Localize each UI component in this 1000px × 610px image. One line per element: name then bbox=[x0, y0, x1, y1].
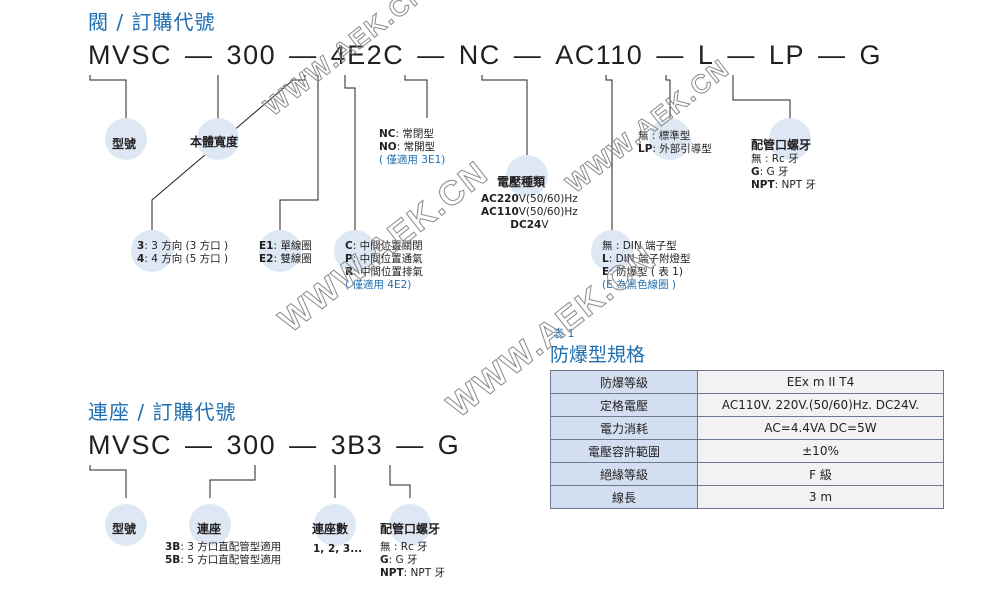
label-base-model: 型號 bbox=[112, 522, 137, 536]
code-nc: NC bbox=[458, 40, 501, 70]
code-sep: — bbox=[396, 430, 425, 460]
line-coil bbox=[279, 75, 319, 236]
code-sep: — bbox=[656, 40, 685, 70]
bubble-voltage bbox=[506, 155, 548, 197]
line-model bbox=[89, 75, 127, 118]
code-lp: LP bbox=[768, 40, 805, 70]
line-base-port bbox=[389, 465, 411, 498]
bubble-direction bbox=[131, 230, 173, 272]
label-width: 本體寬度 bbox=[190, 135, 239, 149]
code-sep: — bbox=[289, 40, 318, 70]
code-count: 3 bbox=[366, 430, 384, 460]
line-lead bbox=[605, 75, 613, 236]
code-position: C bbox=[383, 40, 405, 70]
lp-notes: 無 : 標準型 LP: 外部引導型 bbox=[638, 130, 712, 155]
label-voltage: 電壓種類 bbox=[497, 175, 546, 189]
bubble-base-model bbox=[105, 504, 147, 546]
label-port: 配管口螺牙 bbox=[751, 138, 812, 152]
coil-notes: E1: 單線圈 E2: 雙線圈 bbox=[259, 240, 312, 265]
code-model: MVSC bbox=[88, 430, 173, 460]
base-type-notes: 3B: 3 方口直配管型適用 5B: 5 方口直配管型適用 bbox=[165, 541, 282, 566]
line-base-type bbox=[209, 465, 256, 498]
label-model: 型號 bbox=[112, 137, 137, 151]
code-sep: — bbox=[185, 40, 214, 70]
table-row: 電壓容許範圍 ±10% bbox=[550, 439, 944, 463]
base-count-note: 1, 2, 3... bbox=[313, 543, 363, 555]
bubble-model bbox=[105, 118, 147, 160]
base-section-title: 連座 / 訂購代號 bbox=[88, 400, 237, 424]
code-port: G bbox=[859, 40, 882, 70]
code-port: G bbox=[437, 430, 461, 460]
code-base: 3B bbox=[330, 430, 367, 460]
code-width: 300 bbox=[226, 430, 277, 460]
code-width: 300 bbox=[226, 40, 277, 70]
nc-notes: NC: 常閉型 NO: 常開型 ( 僅適用 3E1) bbox=[379, 128, 446, 166]
spec-table: 防爆等級 EEx m II T4 定格電壓 AC110V. 220V.(50/6… bbox=[550, 370, 944, 509]
line-direction bbox=[151, 75, 306, 238]
bubble-position bbox=[334, 230, 376, 272]
bubble-lead bbox=[591, 230, 633, 272]
table-row: 防爆等級 EEx m II T4 bbox=[550, 370, 944, 394]
position-notes: C: 中間位置關閉 P: 中間位置通氣 R: 中間位置排氣 ( 僅適用 4E2) bbox=[345, 240, 423, 291]
table-row: 絕緣等級 F 級 bbox=[550, 462, 944, 486]
code-sep: — bbox=[513, 40, 543, 70]
spec-tag: 表 1 bbox=[553, 327, 575, 340]
base-order-code: MVSC — 300 — 3B3 — G bbox=[88, 430, 460, 461]
bubble-port bbox=[769, 118, 811, 160]
bubble-base-port bbox=[389, 504, 431, 546]
port-notes: 無 : Rc 牙 G: G 牙 NPT: NPT 牙 bbox=[751, 153, 816, 191]
line-lp bbox=[665, 75, 671, 118]
code-voltage: AC110 bbox=[555, 40, 644, 70]
bubble-lp bbox=[649, 118, 691, 160]
line-nc bbox=[404, 75, 428, 118]
code-lead: L bbox=[697, 40, 715, 70]
valve-order-code: MVSC — 300 — 4E2C — NC — AC110 — L — LP … bbox=[88, 40, 882, 71]
code-sep: — bbox=[185, 430, 214, 460]
bubble-coil bbox=[259, 230, 301, 272]
bubble-base-type bbox=[189, 504, 231, 546]
line-base-model bbox=[89, 465, 127, 498]
label-base-type: 連座 bbox=[197, 522, 222, 536]
spec-title: 防爆型規格 bbox=[550, 344, 646, 366]
bubble-base-count bbox=[314, 504, 356, 546]
code-sep: — bbox=[817, 40, 847, 70]
label-base-port: 配管口螺牙 bbox=[380, 522, 441, 536]
code-direction: 4 bbox=[330, 40, 348, 70]
label-base-count: 連座數 bbox=[312, 522, 349, 536]
voltage-notes: AC220V(50/60)Hz AC110V(50/60)Hz DC24V bbox=[481, 193, 578, 231]
code-coil: E2 bbox=[347, 40, 384, 70]
table-row: 定格電壓 AC110V. 220V.(50/60)Hz. DC24V. bbox=[550, 393, 944, 417]
code-sep: — bbox=[417, 40, 446, 70]
direction-notes: 3: 3 方向 (3 方口 ) 4: 4 方向 (5 方口 ) bbox=[137, 240, 229, 265]
valve-section-title: 閥 / 訂購代號 bbox=[88, 10, 216, 34]
lead-notes: 無 : DIN 端子型 L: DIN 端子附燈型 E: 防爆型 ( 表 1) (… bbox=[602, 240, 691, 291]
line-port bbox=[732, 75, 791, 118]
table-row: 電力消耗 AC=4.4VA DC=5W bbox=[550, 416, 944, 440]
base-port-notes: 無 : Rc 牙 G: G 牙 NPT: NPT 牙 bbox=[380, 541, 445, 579]
code-sep: — bbox=[727, 40, 756, 70]
code-sep: — bbox=[289, 430, 318, 460]
bubble-width bbox=[197, 118, 239, 160]
code-model: MVSC bbox=[88, 40, 173, 70]
line-voltage bbox=[481, 75, 528, 158]
table-row: 線長 3 m bbox=[550, 485, 944, 509]
line-position bbox=[344, 75, 356, 236]
